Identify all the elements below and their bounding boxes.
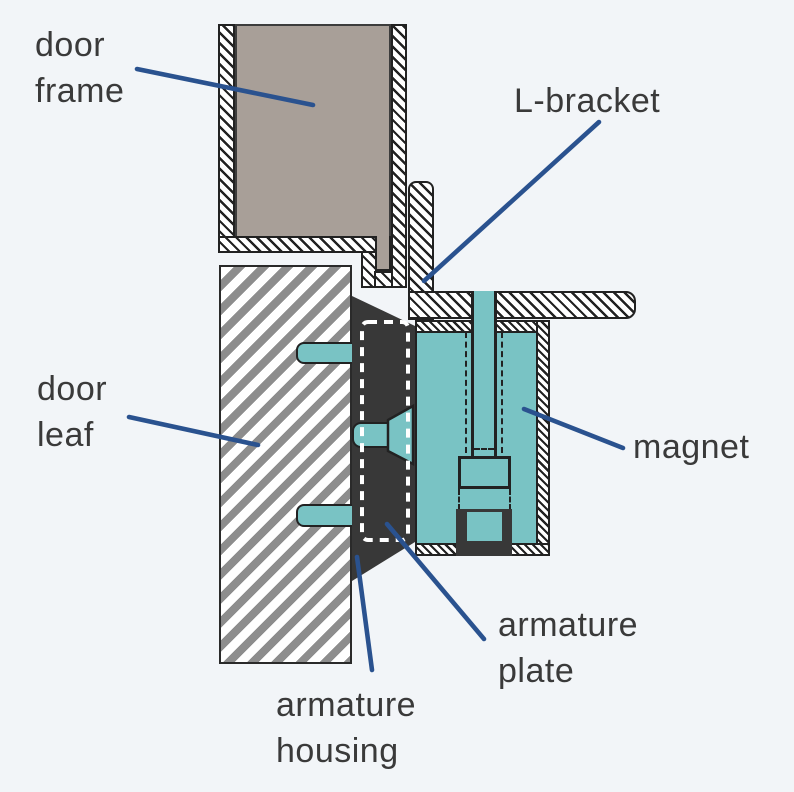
- armature-peg-top: [296, 342, 354, 364]
- bolt-head-drop-dash-right: [509, 489, 511, 510]
- door-frame-label-line1: door: [35, 26, 106, 64]
- door-frame-label-line2: frame: [35, 72, 125, 110]
- bolt-thread-dash-right: [501, 332, 503, 453]
- bolt-thread-dash-left: [465, 332, 467, 453]
- door-frame-left-jamb: [218, 24, 235, 253]
- armature-peg-middle: [352, 422, 390, 448]
- armature-housing-label-line1: armature: [276, 686, 417, 724]
- door-frame-step: [361, 251, 377, 288]
- l-bracket-label: L-bracket: [514, 78, 660, 124]
- bolt-head: [458, 456, 511, 489]
- armature-housing-label-line2: housing: [276, 732, 399, 770]
- armature-peg-bottom: [296, 504, 354, 527]
- l-bracket-horizontal-leg: [408, 291, 636, 319]
- magnet-label-line1: magnet: [633, 428, 750, 466]
- bolt-socket-inner: [467, 512, 502, 541]
- armature-plate-label-line1: armature: [498, 606, 639, 644]
- magnet-shell-right: [536, 322, 548, 554]
- bolt-head-drop-dash-left: [458, 489, 460, 510]
- door-leaf: [219, 265, 352, 664]
- l-bracket-label-line1: L-bracket: [514, 82, 661, 120]
- magnet-label: magnet: [633, 424, 749, 470]
- armature-plate-label-line2: plate: [498, 652, 575, 690]
- door-leaf-label-line2: leaf: [37, 416, 94, 454]
- door-frame-right-jamb: [391, 24, 407, 288]
- armature-plate-label: armature plate: [498, 602, 638, 694]
- door-leaf-label: door leaf: [37, 366, 107, 458]
- armature-housing-label: armature housing: [276, 682, 416, 774]
- l-bracket-leader-line: [421, 119, 602, 284]
- door-leaf-label-line1: door: [37, 370, 108, 408]
- bolt-shaft: [471, 291, 497, 457]
- door-frame-label: door frame: [35, 22, 124, 114]
- door-frame-bottom-edge: [218, 236, 377, 253]
- bolt-shaft-end-dash: [474, 448, 494, 450]
- door-frame-fill: [235, 24, 391, 238]
